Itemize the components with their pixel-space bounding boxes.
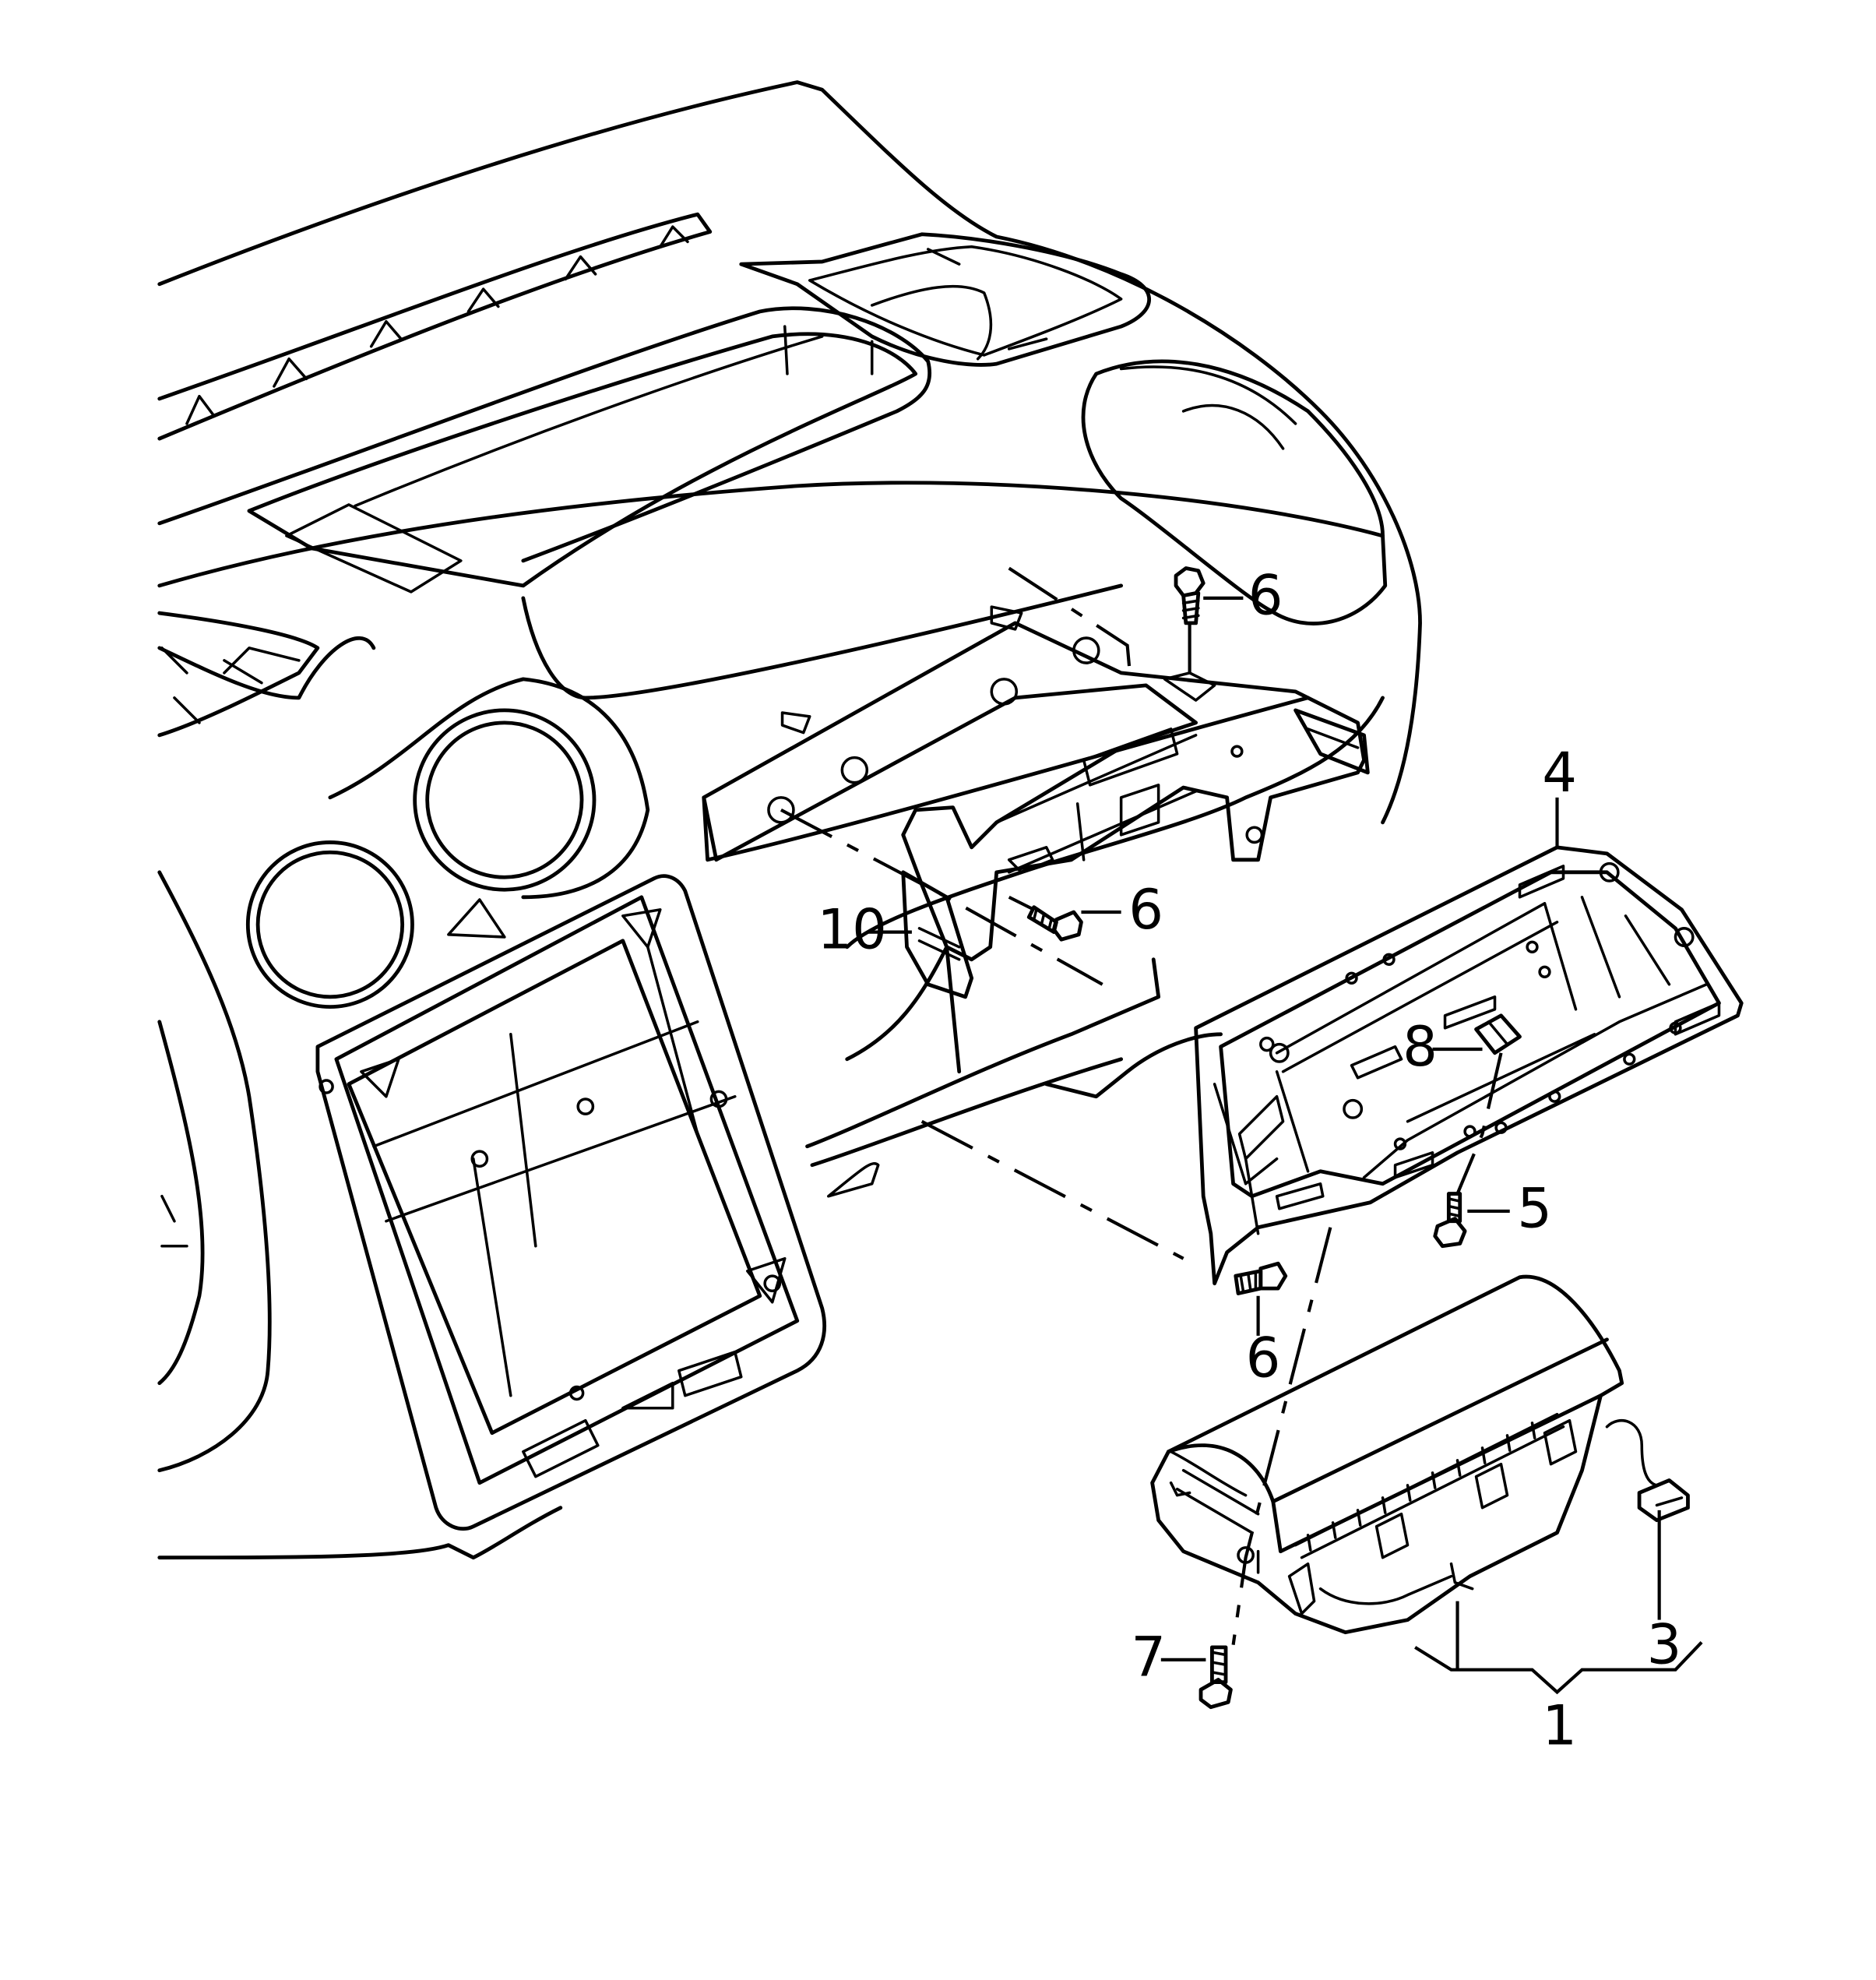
assembly-lines [780,566,1503,1645]
callout-1: 1 [1542,1694,1577,1758]
callout-4: 4 [1542,741,1577,805]
bolt-6-top [1174,566,1205,625]
callout-6-mid: 6 [1128,878,1163,942]
callout-5: 5 [1517,1177,1552,1241]
callout-7: 7 [1131,1626,1166,1689]
callout-labels: 6 6 6 5 8 7 10 4 3 1 [817,564,1681,1758]
bolt-7 [1198,1645,1233,1710]
callout-10: 10 [817,897,887,961]
airbag-unit-1 [1150,1274,1690,1635]
dashboard-panel [157,80,1422,1560]
bolt-6-low [1234,1261,1288,1295]
bolt-6-mid [1026,905,1083,942]
bracket-10 [702,605,1370,999]
housing-4 [1194,845,1744,1286]
callout-6-top: 6 [1248,564,1283,628]
callout-3: 3 [1647,1613,1682,1677]
callout-8: 8 [1403,1015,1438,1079]
callout-6-low: 6 [1246,1326,1281,1390]
callout-leaders [868,596,1703,1695]
bolt-5 [1433,1192,1467,1249]
